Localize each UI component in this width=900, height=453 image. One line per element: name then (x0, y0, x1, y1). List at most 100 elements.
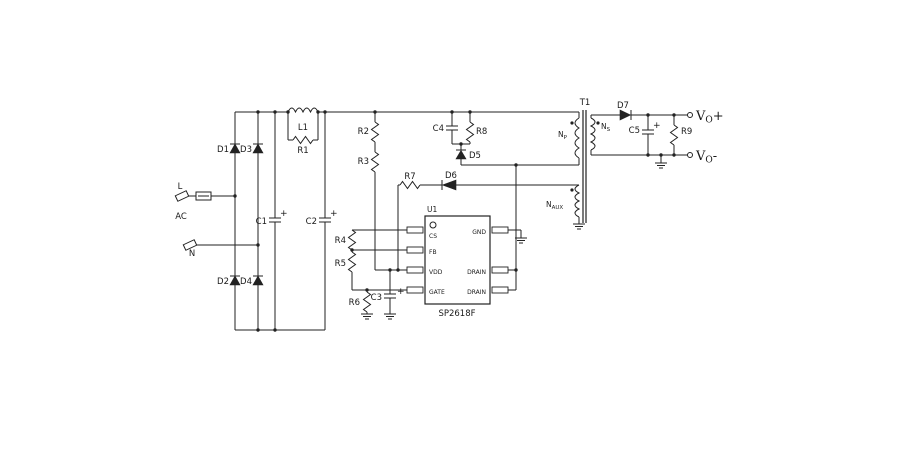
label-naux: NAUX (546, 200, 563, 211)
diode-d1 (229, 143, 241, 154)
label-d2: D2 (217, 277, 229, 287)
label-c5-plus: + (653, 121, 661, 131)
diode-d5 (455, 149, 467, 160)
label-d6: D6 (445, 171, 457, 181)
label-ic-part: SP2618F (438, 309, 475, 319)
label-r1: R1 (297, 146, 308, 156)
pin-vdd (406, 266, 424, 274)
pin-label-vdd: VDD (429, 269, 443, 276)
ground-output (655, 155, 667, 169)
cap-c2 (319, 112, 331, 330)
label-d4: D4 (240, 277, 252, 287)
label-c4: C4 (433, 124, 444, 134)
label-d5: D5 (469, 151, 481, 161)
label-d1: D1 (217, 145, 229, 155)
junction-dots (233, 110, 676, 332)
label-l1: L1 (298, 123, 308, 133)
pin-drain1 (491, 266, 509, 274)
vo-plus-terminal (687, 112, 693, 118)
diode-d7 (619, 109, 632, 121)
resistor-r3 (370, 151, 380, 173)
pin-label-drain2: DRAIN (467, 289, 486, 296)
label-r6: R6 (349, 298, 360, 308)
cap-c4 (446, 112, 458, 144)
label-r4: R4 (335, 236, 346, 246)
primary-winding (574, 117, 580, 159)
label-r9: R9 (681, 127, 692, 137)
label-c2-plus: + (330, 209, 338, 219)
secondary-winding (589, 117, 596, 151)
input-filter (235, 107, 579, 330)
transformer (461, 110, 596, 223)
core-lines (582, 110, 587, 223)
label-c2: C2 (306, 217, 317, 227)
resistor-r2 (370, 121, 380, 143)
label-c3-plus: + (397, 287, 405, 297)
ground-ic (515, 230, 527, 244)
primary-phase-dot (570, 121, 574, 125)
ground-r6 (361, 312, 373, 320)
resistor-r4 (347, 229, 357, 251)
output-stage (590, 109, 693, 158)
pin-label-fb: FB (429, 249, 437, 256)
pin-label-gnd: GND (472, 229, 486, 236)
cap-c1 (269, 112, 281, 330)
pin-label-gate: GATE (429, 289, 445, 296)
resistor-r9 (669, 124, 679, 146)
diode-d4 (252, 275, 264, 286)
aux-phase-dot (570, 188, 574, 192)
pin1-marker (429, 221, 437, 229)
ground-aux (573, 217, 585, 230)
label-neutral: N (189, 249, 195, 259)
line-terminal (174, 190, 190, 202)
label-ns: NS (601, 122, 611, 133)
pin-gate (406, 286, 424, 294)
label-c5: C5 (629, 126, 640, 136)
diode-d2 (229, 275, 241, 286)
inductor-l1 (287, 107, 319, 114)
label-r8: R8 (476, 127, 487, 137)
ic-body (424, 215, 491, 305)
bridge-rectifier (229, 112, 325, 331)
label-r2: R2 (358, 127, 369, 137)
label-c1: C1 (256, 217, 267, 227)
label-np: NP (558, 130, 568, 141)
label-r5: R5 (335, 259, 346, 269)
vo-minus-terminal (687, 152, 693, 158)
pin-gnd (491, 226, 509, 234)
label-t1: T1 (579, 98, 591, 108)
ground-c3 (384, 313, 396, 320)
resistor-r7 (399, 180, 421, 190)
label-vo-minus: VO- (695, 149, 717, 166)
label-c3: C3 (371, 293, 382, 303)
label-ac: AC (175, 212, 187, 222)
aux-supply (384, 179, 579, 314)
pin-label-drain1: DRAIN (467, 269, 486, 276)
cap-c3 (384, 270, 396, 314)
pin-label-cs: CS (429, 233, 437, 240)
pin-cs (406, 226, 424, 234)
resistor-r5 (347, 251, 357, 273)
pin-drain2 (491, 286, 509, 294)
resistor-r8 (465, 121, 475, 143)
label-vo-plus: VO+ (695, 109, 724, 126)
diode-d3 (252, 143, 264, 154)
pin-fb (406, 246, 424, 254)
label-u1: U1 (427, 205, 437, 214)
ac-input (174, 190, 258, 251)
label-d3: D3 (240, 145, 252, 155)
resistor-r6 (362, 291, 372, 313)
ground-symbols (361, 155, 667, 320)
label-d7: D7 (617, 101, 629, 111)
aux-winding (574, 184, 581, 218)
labels: L AC N D1 D3 D2 D4 C1 + C2 + L1 R1 R2 R3… (175, 98, 723, 319)
label-c1-plus: + (280, 209, 288, 219)
label-line: L (178, 182, 183, 192)
neutral-terminal (182, 239, 198, 251)
label-r7: R7 (404, 172, 415, 182)
resistor-r1 (292, 135, 314, 145)
cap-c5 (642, 115, 654, 155)
startup-chain (370, 112, 407, 271)
